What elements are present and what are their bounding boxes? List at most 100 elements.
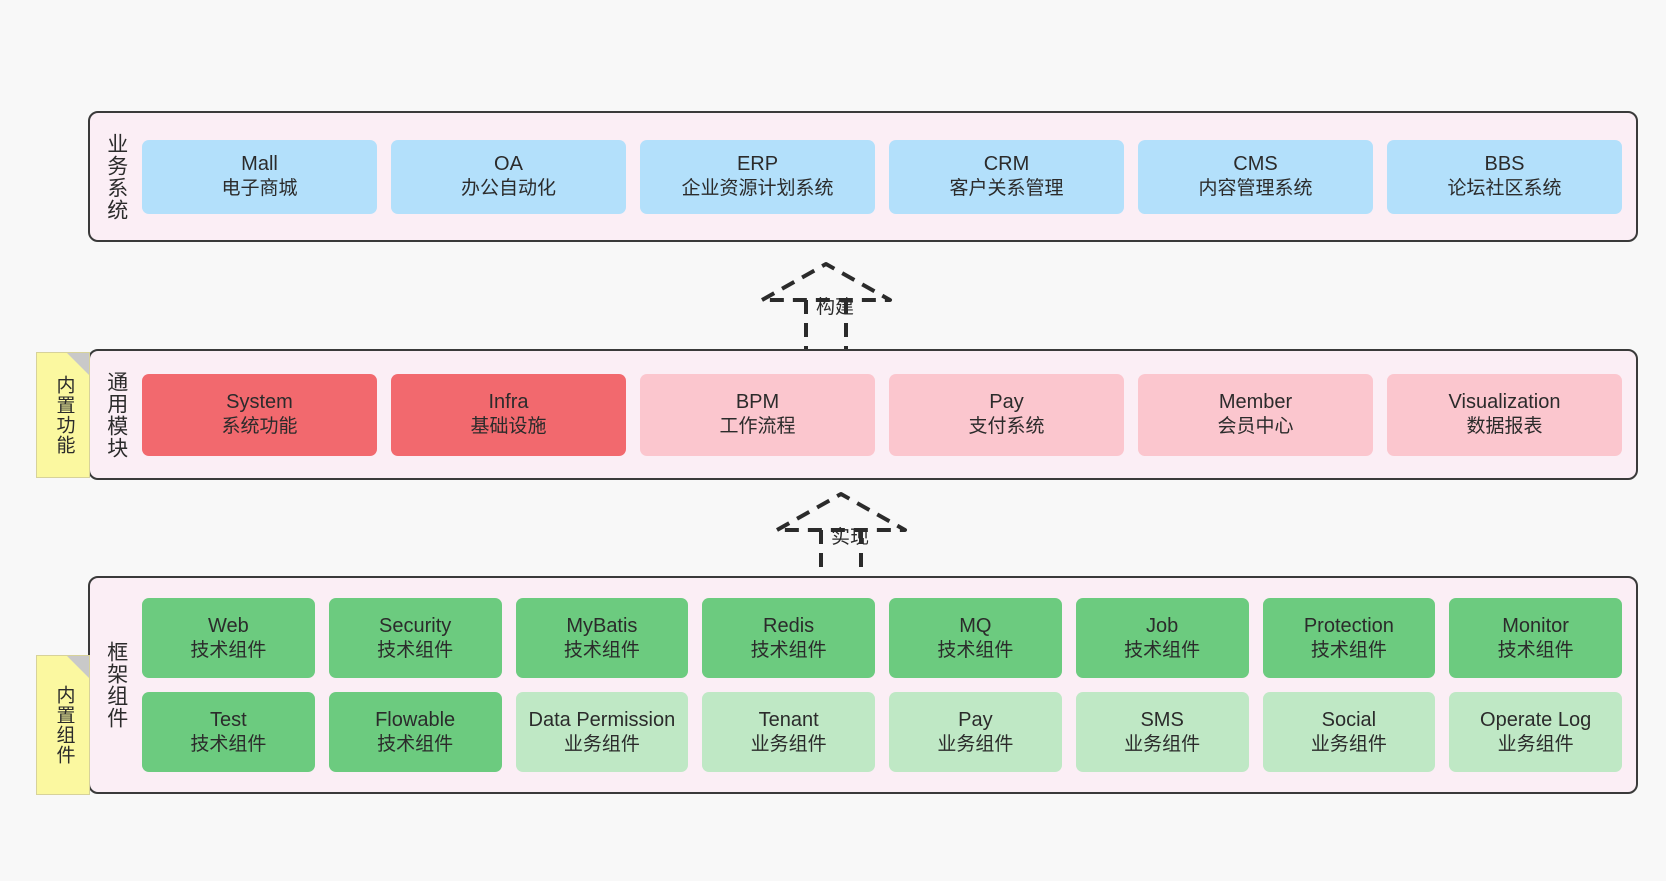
module-card-pay[interactable]: Pay 支付系统 <box>889 373 1124 456</box>
module-title: Infra <box>488 391 529 414</box>
module-title: CMS <box>1233 153 1278 176</box>
module-title: OA <box>494 153 523 176</box>
layer-common-modules: 通用模块 System 系统功能 Infra 基础设施 BPM 工作流程 Pay… <box>88 349 1638 480</box>
module-card-test[interactable]: Test 技术组件 <box>142 692 315 772</box>
module-title: System <box>226 391 293 414</box>
module-card-redis[interactable]: Redis 技术组件 <box>702 598 875 678</box>
module-subtitle: 电子商城 <box>221 178 298 200</box>
module-card-mybatis[interactable]: MyBatis 技术组件 <box>515 598 689 678</box>
module-subtitle: 业务组件 <box>1124 733 1201 755</box>
connector-label-realize: 实现 <box>831 527 870 548</box>
module-title: Protection <box>1303 614 1394 637</box>
module-card-visualization[interactable]: Visualization 数据报表 <box>1387 373 1622 456</box>
module-title: Social <box>1321 708 1377 731</box>
layer-label-framework-components: 框架组件 <box>104 641 128 729</box>
module-title: MQ <box>959 614 992 637</box>
card-row: Web 技术组件 Security 技术组件 MyBatis 技术组件 Redi… <box>142 598 1622 678</box>
module-card-operate-log[interactable]: Operate Log 业务组件 <box>1449 692 1622 772</box>
module-subtitle: 技术组件 <box>1310 639 1387 661</box>
generalization-arrow-icon <box>775 492 907 584</box>
module-card-data-permission[interactable]: Data Permission 业务组件 <box>515 692 689 772</box>
module-card-pay-component[interactable]: Pay 业务组件 <box>889 692 1062 772</box>
module-card-tenant[interactable]: Tenant 业务组件 <box>702 692 875 772</box>
module-subtitle: 客户关系管理 <box>949 178 1064 200</box>
module-subtitle: 论坛社区系统 <box>1447 178 1562 200</box>
module-subtitle: 技术组件 <box>377 639 454 661</box>
module-subtitle: 系统功能 <box>221 416 298 438</box>
module-card-crm[interactable]: CRM 客户关系管理 <box>889 139 1124 214</box>
layer-framework-components: 框架组件 Web 技术组件 Security 技术组件 MyBatis 技术组件… <box>88 576 1638 794</box>
module-subtitle: 支付系统 <box>968 416 1045 438</box>
module-subtitle: 技术组件 <box>563 639 640 661</box>
module-subtitle: 企业资源计划系统 <box>681 178 834 200</box>
module-title: Member <box>1218 391 1293 414</box>
module-title: Monitor <box>1502 614 1569 637</box>
module-title: Flowable <box>375 708 456 731</box>
module-card-cms[interactable]: CMS 内容管理系统 <box>1138 139 1373 214</box>
module-subtitle: 工作流程 <box>719 416 796 438</box>
module-subtitle: 内容管理系统 <box>1198 178 1313 200</box>
module-card-oa[interactable]: OA 办公自动化 <box>391 139 626 214</box>
module-card-mall[interactable]: Mall 电子商城 <box>142 139 377 214</box>
module-card-mq[interactable]: MQ 技术组件 <box>889 598 1062 678</box>
card-row: Test 技术组件 Flowable 技术组件 Data Permission … <box>142 692 1622 772</box>
layer-body-common-modules: System 系统功能 Infra 基础设施 BPM 工作流程 Pay 支付系统… <box>142 351 1636 478</box>
module-card-social[interactable]: Social 业务组件 <box>1262 692 1436 772</box>
module-title: Job <box>1146 614 1179 637</box>
module-subtitle: 业务组件 <box>563 733 640 755</box>
module-title: Operate Log <box>1480 708 1592 731</box>
module-card-protection[interactable]: Protection 技术组件 <box>1262 598 1436 678</box>
module-title: Pay <box>958 708 993 731</box>
module-card-erp[interactable]: ERP 企业资源计划系统 <box>640 139 875 214</box>
layer-label-common-modules: 通用模块 <box>104 370 128 459</box>
module-title: Web <box>207 614 249 637</box>
card-row: System 系统功能 Infra 基础设施 BPM 工作流程 Pay 支付系统… <box>142 373 1622 456</box>
module-subtitle: 业务组件 <box>750 733 827 755</box>
module-title: Data Permission <box>528 708 676 731</box>
module-subtitle: 技术组件 <box>377 733 454 755</box>
module-card-job[interactable]: Job 技术组件 <box>1075 598 1249 678</box>
sticky-note-builtin-features: 内置功能 <box>36 352 90 478</box>
module-title: MyBatis <box>566 614 638 637</box>
module-title: Security <box>379 614 452 637</box>
layer-business-systems: 业务系统 Mall 电子商城 OA 办公自动化 ERP 企业资源计划系统 CRM… <box>88 111 1638 242</box>
module-card-member[interactable]: Member 会员中心 <box>1138 373 1373 456</box>
module-subtitle: 业务组件 <box>937 733 1014 755</box>
module-card-bpm[interactable]: BPM 工作流程 <box>640 373 875 456</box>
module-title: BPM <box>735 391 780 414</box>
module-card-flowable[interactable]: Flowable 技术组件 <box>328 692 502 772</box>
connector-build: 构建 <box>742 252 942 354</box>
module-subtitle: 技术组件 <box>937 639 1014 661</box>
module-card-system[interactable]: System 系统功能 <box>142 373 377 456</box>
module-title: CRM <box>983 153 1030 176</box>
connector-realize: 实现 <box>757 482 957 584</box>
module-subtitle: 基础设施 <box>470 416 547 438</box>
module-subtitle: 业务组件 <box>1310 733 1387 755</box>
module-subtitle: 业务组件 <box>1497 733 1574 755</box>
module-card-infra[interactable]: Infra 基础设施 <box>391 373 626 456</box>
generalization-arrow-icon <box>760 262 892 354</box>
module-title: Redis <box>763 614 815 637</box>
layer-body-framework-components: Web 技术组件 Security 技术组件 MyBatis 技术组件 Redi… <box>142 578 1636 792</box>
module-subtitle: 技术组件 <box>190 733 267 755</box>
module-card-security[interactable]: Security 技术组件 <box>328 598 502 678</box>
module-card-web[interactable]: Web 技术组件 <box>142 598 315 678</box>
module-title: BBS <box>1484 153 1525 176</box>
module-title: Visualization <box>1448 391 1561 414</box>
module-title: Tenant <box>758 708 819 731</box>
module-card-sms[interactable]: SMS 业务组件 <box>1075 692 1249 772</box>
module-subtitle: 技术组件 <box>1124 639 1201 661</box>
connector-label-build: 构建 <box>816 297 855 318</box>
module-card-bbs[interactable]: BBS 论坛社区系统 <box>1387 139 1622 214</box>
layer-label-business-systems: 业务系统 <box>104 132 128 221</box>
module-subtitle: 数据报表 <box>1466 416 1543 438</box>
module-subtitle: 办公自动化 <box>460 178 556 200</box>
module-title: Pay <box>989 391 1024 414</box>
module-card-monitor[interactable]: Monitor 技术组件 <box>1449 598 1622 678</box>
module-subtitle: 技术组件 <box>750 639 827 661</box>
module-title: ERP <box>736 153 779 176</box>
card-row: Mall 电子商城 OA 办公自动化 ERP 企业资源计划系统 CRM 客户关系… <box>142 139 1622 214</box>
module-title: SMS <box>1140 708 1184 731</box>
module-subtitle: 技术组件 <box>1497 639 1574 661</box>
